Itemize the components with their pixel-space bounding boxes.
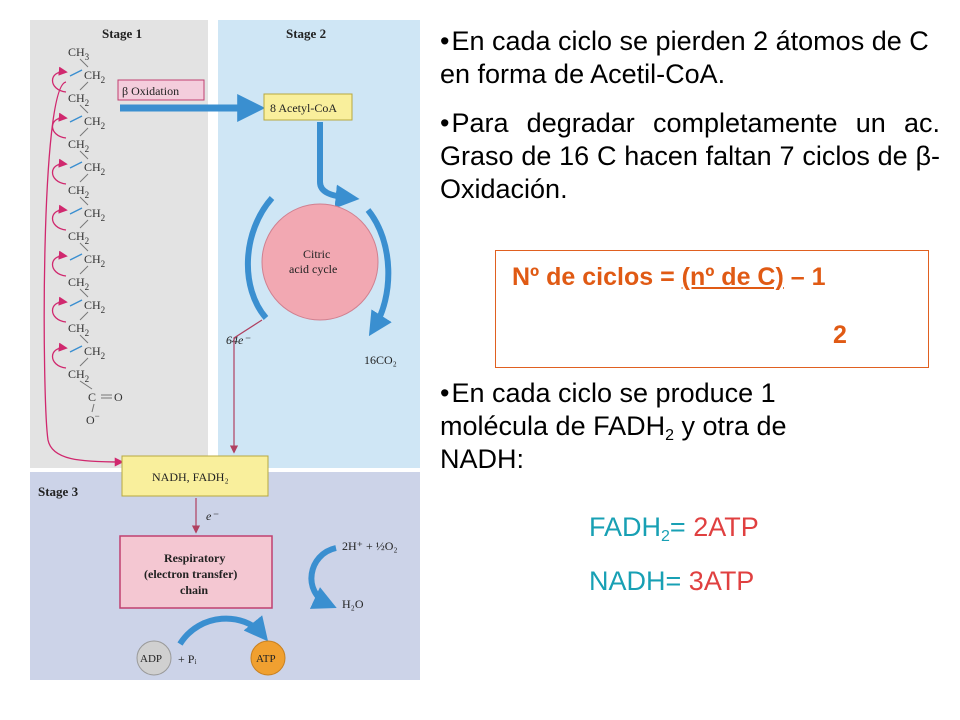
formula-box: Nº de ciclos = (nº de C) – 1 2 bbox=[495, 250, 929, 368]
oxygen-label: 2H⁺ + ½O₂ bbox=[342, 539, 398, 553]
figure-svg: Stage 1 Stage 2 Stage 3 CH3 CH2 CH2 CH2 … bbox=[30, 20, 420, 680]
bullet-cycles-needed-text: Para degradar completamente un ac. Graso… bbox=[440, 108, 940, 204]
fadh2-atp-value: 2ATP bbox=[693, 512, 759, 542]
chain-c4: CH2 bbox=[84, 114, 105, 131]
chain-electrons-label: e⁻ bbox=[206, 509, 219, 523]
resp-label-3: chain bbox=[180, 583, 208, 597]
fadh2-eq: = bbox=[669, 512, 694, 542]
bullet-acetyl-loss-text: En cada ciclo se pierden 2 átomos de C e… bbox=[440, 26, 929, 89]
chain-carboxyl-o: O bbox=[114, 390, 123, 404]
nadh-atp-value: 3ATP bbox=[688, 566, 755, 596]
bullet-mark: • bbox=[440, 26, 450, 56]
chain-c12: CH2 bbox=[84, 298, 105, 315]
oxygen-to-water-arrow bbox=[308, 545, 337, 609]
resp-label-1: Respiratory bbox=[164, 551, 225, 565]
fatty-acid-chain: CH3 CH2 CH2 CH2 CH2 CH2 CH2 CH2 CH2 CH2 … bbox=[68, 45, 123, 427]
stage1-label: Stage 1 bbox=[102, 26, 142, 41]
respiratory-chain-box bbox=[119, 535, 273, 609]
cleavage-arrows bbox=[43, 66, 124, 467]
adp-node bbox=[136, 640, 172, 676]
acetyl-coa-box bbox=[263, 93, 353, 121]
atp-node bbox=[250, 640, 286, 676]
beta-oxidation-label: β Oxidation bbox=[122, 84, 179, 98]
beta-oxidation-box bbox=[117, 79, 205, 101]
bullet-fadh-nadh: •En cada ciclo se produce 1 molécula de … bbox=[440, 377, 860, 476]
pi-label: + Pᵢ bbox=[178, 652, 196, 666]
co2-label: 16CO₂ bbox=[364, 353, 397, 367]
nadh-label: NADH bbox=[589, 566, 666, 596]
bullet-mark: • bbox=[440, 108, 450, 138]
bullet-fadh-nadh-sub: 2 bbox=[665, 427, 675, 444]
cycle-co2-arrow bbox=[365, 208, 392, 337]
cycle-label-1: Citric bbox=[303, 247, 330, 261]
adp-to-atp-arrow bbox=[177, 615, 269, 646]
chain-c5: CH2 bbox=[68, 137, 89, 154]
resp-label-2: (electron transfer) bbox=[144, 567, 237, 581]
chain-c3: CH2 bbox=[68, 91, 89, 108]
cycle-to-nadh-arrow bbox=[229, 319, 263, 454]
nadh-fadh2-label: NADH, FADH₂ bbox=[152, 470, 229, 484]
chain-c2: CH2 bbox=[84, 68, 105, 85]
water-label: H₂O bbox=[342, 597, 364, 611]
chain-c15: CH2 bbox=[68, 367, 89, 384]
formula-numerator: (nº de C) bbox=[681, 263, 784, 291]
chain-c11: CH2 bbox=[68, 275, 89, 292]
fadh2-atp-line: FADH2= 2ATP bbox=[589, 512, 759, 545]
chain-c13: CH2 bbox=[68, 321, 89, 338]
chain-c9: CH2 bbox=[68, 229, 89, 246]
stage3-label: Stage 3 bbox=[38, 484, 79, 499]
acetyl-to-cycle-arrow bbox=[317, 122, 360, 209]
stage2-label: Stage 2 bbox=[286, 26, 326, 41]
formula-denominator: 2 bbox=[833, 321, 847, 349]
fadh2-sub: 2 bbox=[661, 528, 670, 545]
nadh-atp-line: NADH= 3ATP bbox=[589, 566, 754, 597]
cycle-outer-arrow bbox=[245, 196, 275, 320]
chain-c7: CH2 bbox=[68, 183, 89, 200]
bullet-fadh-nadh-post: y otra de NADH: bbox=[440, 411, 787, 474]
citric-acid-cycle bbox=[261, 203, 379, 321]
chain-c1: CH3 bbox=[68, 45, 90, 62]
chain-c6: CH2 bbox=[84, 160, 105, 177]
bullet-acetyl-loss: •En cada ciclo se pierden 2 átomos de C … bbox=[440, 25, 940, 91]
bullet-cycles-needed: •Para degradar completamente un ac. Gras… bbox=[440, 107, 940, 206]
chain-c14: CH2 bbox=[84, 344, 105, 361]
chain-carboxyl-c: C bbox=[88, 390, 96, 404]
acetyl-coa-label: 8 Acetyl-CoA bbox=[270, 101, 337, 115]
formula-lhs: Nº de ciclos = bbox=[512, 263, 682, 291]
nadh-eq: = bbox=[665, 566, 689, 596]
bullet-mark: • bbox=[440, 378, 450, 408]
bullet-fadh-nadh-pre: En cada ciclo se produce 1 molécula de F… bbox=[440, 378, 776, 441]
text-panel: •En cada ciclo se pierden 2 átomos de C … bbox=[440, 25, 950, 222]
cycle-formula: Nº de ciclos = (nº de C) – 1 bbox=[512, 263, 826, 292]
nadh-fadh2-box bbox=[121, 455, 269, 497]
chain-c8: CH2 bbox=[84, 206, 105, 223]
chain-carboxyl-o-minus: O− bbox=[86, 411, 100, 427]
metabolism-figure: Stage 1 Stage 2 Stage 3 CH3 CH2 CH2 CH2 … bbox=[30, 20, 420, 680]
cycle-label-2: acid cycle bbox=[289, 262, 337, 276]
cycle-electrons-label: 64e⁻ bbox=[226, 333, 251, 347]
adp-label: ADP bbox=[140, 653, 162, 665]
chain-c10: CH2 bbox=[84, 252, 105, 269]
atp-label: ATP bbox=[256, 653, 276, 665]
formula-tail: – 1 bbox=[783, 263, 826, 291]
fadh2-label: FADH bbox=[589, 512, 662, 542]
